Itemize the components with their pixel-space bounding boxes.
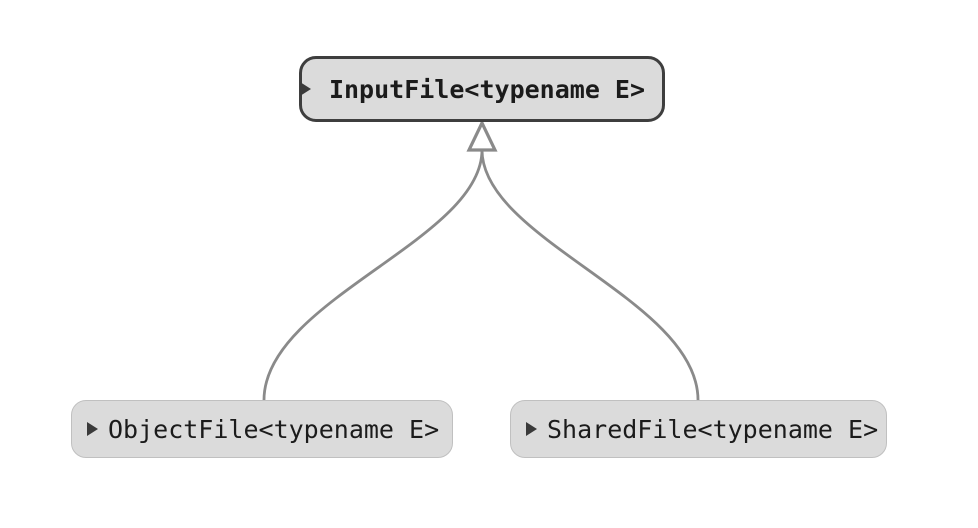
- node-objectfile-label: ObjectFile<typename E>: [108, 414, 440, 444]
- expand-toggle-icon[interactable]: [87, 422, 98, 436]
- node-objectfile[interactable]: ObjectFile<typename E>: [71, 400, 453, 458]
- node-inputfile[interactable]: InputFile<typename E>: [299, 56, 665, 122]
- expand-toggle-icon[interactable]: [300, 82, 311, 96]
- edge-objectfile-to-inputfile: [262, 149, 484, 401]
- edge-sharedfile-to-inputfile: [480, 149, 700, 401]
- node-sharedfile[interactable]: SharedFile<typename E>: [510, 400, 887, 458]
- expand-toggle-icon[interactable]: [526, 422, 537, 436]
- inheritance-arrowhead-icon: [466, 119, 498, 152]
- node-inputfile-label: InputFile<typename E>: [328, 74, 646, 104]
- node-sharedfile-label: SharedFile<typename E>: [547, 414, 879, 444]
